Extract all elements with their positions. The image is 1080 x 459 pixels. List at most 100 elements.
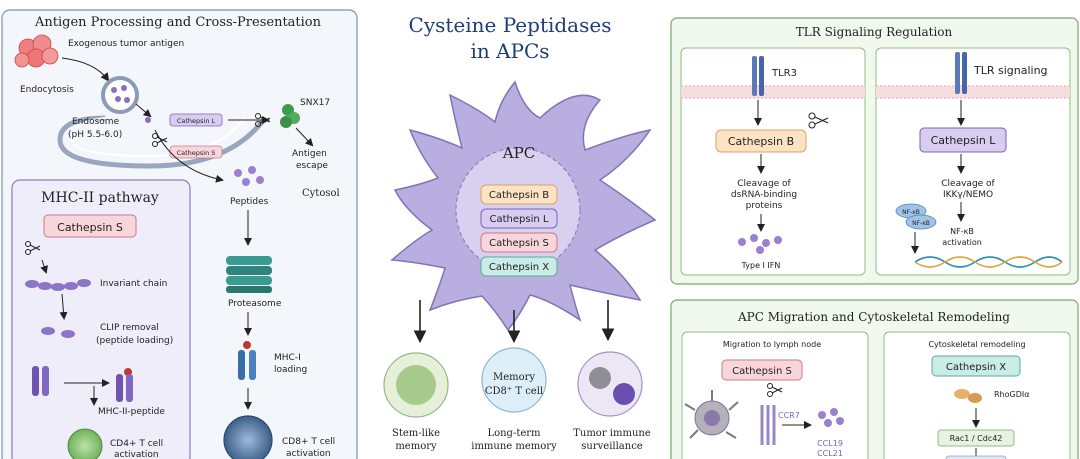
tlr-cathepsin-b-box: [715, 129, 807, 153]
tumor-cells-icon: [14, 34, 59, 68]
proteasome-icon: [226, 256, 272, 293]
mhc2-peptide-label: MHC-II-peptide: [98, 407, 165, 417]
migration-cathepsin-x-label: Cathepsin X: [946, 362, 1006, 373]
rhogdi-label: RhoGDIα: [994, 390, 1030, 399]
outcome-3-line1: Tumor immune: [573, 428, 651, 439]
membrane-band: [681, 86, 865, 98]
downstream-box: [945, 455, 1007, 459]
peptides-label: Peptides: [230, 197, 269, 207]
apc-cathepsin-box: [480, 208, 558, 229]
apc-label: APC: [502, 144, 535, 162]
rac-label: Rac1 / Cdc42: [950, 434, 1003, 443]
cleavage-b-line3: proteins: [746, 201, 783, 211]
migration-cathepsin-s-box: [721, 359, 803, 381]
scissors-icon: [808, 112, 829, 129]
panel-tlr-signaling: TLR Signaling Regulation TLR3 Cathepsin …: [670, 17, 1079, 285]
mhc2-icon: [32, 366, 49, 396]
membrane-band-2: [876, 86, 1070, 98]
main-title-line1: Cysteine Peptidases: [409, 13, 612, 37]
endosome-label: Endosome: [72, 117, 120, 127]
migration-cathepsin-s-label: Cathepsin S: [732, 366, 792, 377]
mhc1-loading-label: loading: [274, 365, 307, 375]
outcome-3-line2: surveillance: [581, 441, 643, 452]
migration-sub-title: Migration to lymph node: [723, 340, 821, 349]
cleavage-b-line2: dsRNA-binding: [731, 190, 797, 200]
mhc2-panel-frame: [11, 179, 191, 459]
tlr-cathepsin-b-label: Cathepsin B: [728, 135, 794, 148]
cleavage-l-line2: IKKγ/NEMO: [943, 190, 993, 200]
invariant-chain-icon: [25, 279, 91, 291]
panel-migration: APC Migration and Cytoskeletal Remodelin…: [670, 299, 1079, 459]
mhc1-label: MHC-I: [274, 353, 301, 363]
scissors-icon: [255, 113, 271, 127]
mhc2-panel-title: MHC-II pathway: [41, 190, 159, 206]
surveillance-inner-cell: [589, 367, 611, 389]
cathepsin-l-chip: [169, 113, 223, 127]
cathepsin-s-chip-label: Cathepsin S: [177, 149, 216, 157]
stem-like-nucleus: [396, 365, 436, 405]
clip-arrow: [59, 293, 68, 320]
ccl21-label: CCL21: [817, 449, 843, 458]
endocytosis-label: Endocytosis: [20, 85, 74, 95]
clip-fragments-icon: [41, 327, 75, 338]
snx17-label: SNX17: [300, 98, 330, 108]
cross-presentation-arrow: [154, 129, 224, 183]
tlr-signaling-label: TLR signaling: [973, 64, 1048, 77]
nfkb-complex-icon: NF-κB NF-κB: [895, 203, 937, 230]
memory-cell-icon: [481, 347, 547, 413]
rac-box: [937, 429, 1015, 447]
ccr7-receptor-icon: [760, 405, 776, 445]
cd8-label: CD8+ T cell: [282, 437, 335, 447]
tlr3-subpanel: [680, 47, 866, 276]
rhogdi-icon: [954, 389, 982, 403]
dendritic-cell-icon: [684, 390, 739, 439]
nfkb-activation-label: activation: [942, 238, 982, 247]
tlr-receptor-icon: [955, 52, 967, 94]
cd4-activation-label: activation: [114, 450, 159, 459]
memory-cell-label: Memory: [493, 372, 535, 383]
cytosol-label: Cytosol: [302, 188, 340, 199]
apc-cathepsin-label: Cathepsin B: [489, 190, 549, 201]
surveillance-target-cell: [613, 383, 635, 405]
surveillance-cell-icon: [577, 351, 643, 417]
tlr3-label: TLR3: [771, 68, 797, 79]
antigen-escape-label-2: escape: [296, 161, 328, 171]
ifn-molecules-icon: [738, 234, 782, 254]
proteasome-label: Proteasome: [228, 299, 282, 309]
mhc1-icon: [238, 341, 256, 380]
antigen-particle-icon: [145, 117, 151, 123]
apc-cathepsin-box: [480, 232, 558, 253]
exogenous-arrow: [61, 57, 110, 82]
dna-helix-icon: [914, 256, 1063, 268]
apc-cathepsin-label: Cathepsin X: [489, 262, 549, 273]
snx17-icon: [280, 104, 300, 128]
apc-cathepsin-label: Cathepsin L: [490, 214, 549, 225]
antigen-escape-label: Antigen: [292, 149, 327, 159]
cd8-activation-label: activation: [286, 449, 331, 459]
memory-cd8-label: CD8⁺ T cell: [485, 386, 543, 397]
clip-removal-label: CLIP removal: [100, 323, 159, 333]
outcome-1-line1: Stem-like: [392, 428, 440, 439]
nfkb-chip-label-2: NF-κB: [912, 220, 930, 227]
tlr-cathepsin-l-label: Cathepsin L: [931, 134, 997, 147]
cd8-t-cell-icon: [223, 415, 273, 459]
antigen-panel-title: Antigen Processing and Cross-Presentatio…: [34, 15, 322, 30]
tlr-panel-title: TLR Signaling Regulation: [796, 25, 953, 39]
nfkb-chip-label-1: NF-κB: [902, 209, 920, 216]
peptides-icon: [234, 166, 264, 186]
ifn-label: Type I IFN: [741, 261, 781, 270]
migration-cathepsin-x-box: [931, 355, 1021, 377]
apc-cathepsin-box: [480, 184, 558, 205]
cd4-label: CD4+ T cell: [110, 439, 163, 449]
outcome-1-line2: memory: [395, 441, 437, 452]
endosome-ph-label: (pH 5.5-6.0): [68, 130, 122, 140]
tlr3-receptor-icon: [752, 56, 764, 96]
invariant-arrow: [40, 259, 48, 274]
scissors-icon: [25, 241, 41, 255]
outcome-2-line2: immune memory: [471, 441, 557, 452]
nfkb-label: NF-κB: [950, 227, 974, 236]
apc-cathepsin-box: [480, 256, 558, 277]
